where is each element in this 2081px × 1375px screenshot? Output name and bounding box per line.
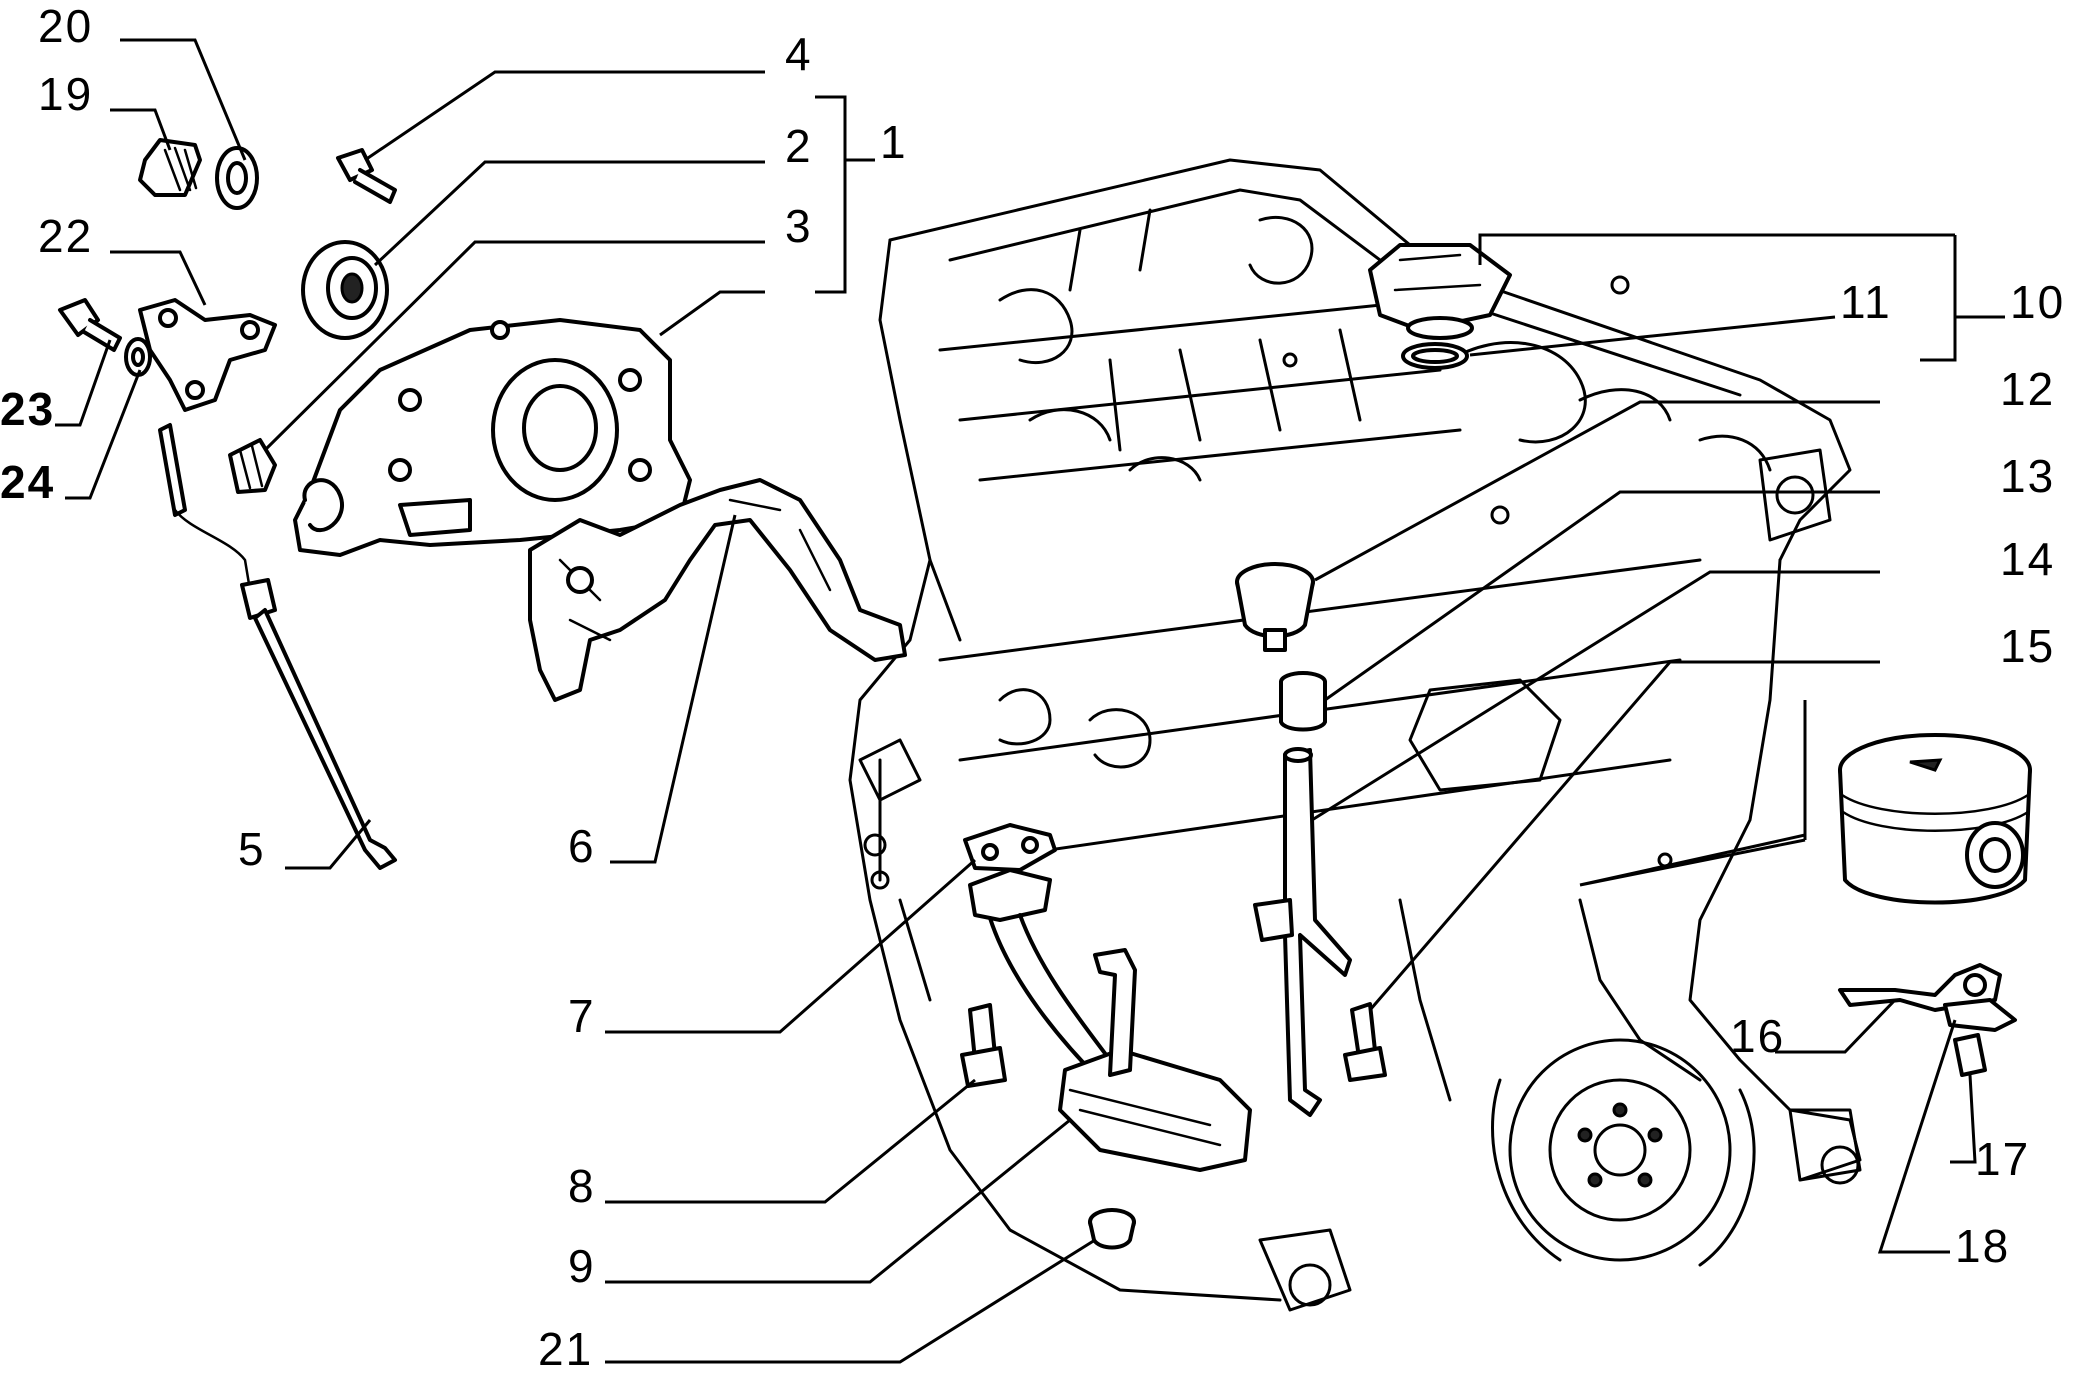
part-11-seal [1401,342,1469,370]
callout-15: 15 [2000,620,2055,672]
part-21-grommet [1088,1208,1136,1250]
part-9-strainer [968,868,1252,1172]
part-13-sleeve [1279,671,1327,732]
part-14-tube [1253,747,1352,1117]
part-4-bolt [336,148,397,204]
callout-24: 24 [0,456,55,508]
callout-1: 1 [880,116,908,168]
callout-17: 17 [1975,1133,2030,1185]
part-12-cap [1235,562,1315,652]
part-6-gasket [528,478,907,702]
part-2-seal [301,240,389,340]
callout-2: 2 [785,120,813,172]
callout-14: 14 [2000,533,2055,585]
part-8-bolt [960,1003,1007,1088]
callout-6: 6 [568,820,596,872]
part-1-oil-pump [293,318,692,557]
part-16-oil-jet [1838,963,2017,1032]
part-17-bolt [1953,1033,1987,1077]
callout-10: 10 [2010,276,2065,328]
callout-19: 19 [38,68,93,120]
callout-9: 9 [568,1240,596,1292]
part-10-filler-cap [1368,243,1512,340]
callout-21: 21 [538,1323,593,1375]
part-20-washer [215,146,259,210]
callout-16: 16 [1730,1010,1785,1062]
callout-8: 8 [568,1160,596,1212]
callout-20: 20 [38,0,93,52]
callout-13: 13 [2000,450,2055,502]
callout-3: 3 [785,200,813,252]
callout-18: 18 [1955,1220,2010,1272]
part-7-gasket [963,823,1057,872]
callout-12: 12 [2000,363,2055,415]
part-23-bolt [58,298,122,352]
callout-7: 7 [568,990,596,1042]
part-15-bolt [1343,1002,1387,1082]
callout-5: 5 [238,823,266,875]
part-22-bracket [138,298,277,412]
part-24-washer [124,337,152,377]
part-5-sensor [158,423,397,870]
callout-4: 4 [785,28,813,80]
leader-lines [55,38,2005,1364]
callout-23: 23 [0,383,55,435]
part-3-plug [228,438,277,494]
piston [1838,733,2032,905]
callout-11: 11 [1840,276,1892,328]
engine-block [848,158,1862,1312]
callout-22: 22 [38,210,93,262]
